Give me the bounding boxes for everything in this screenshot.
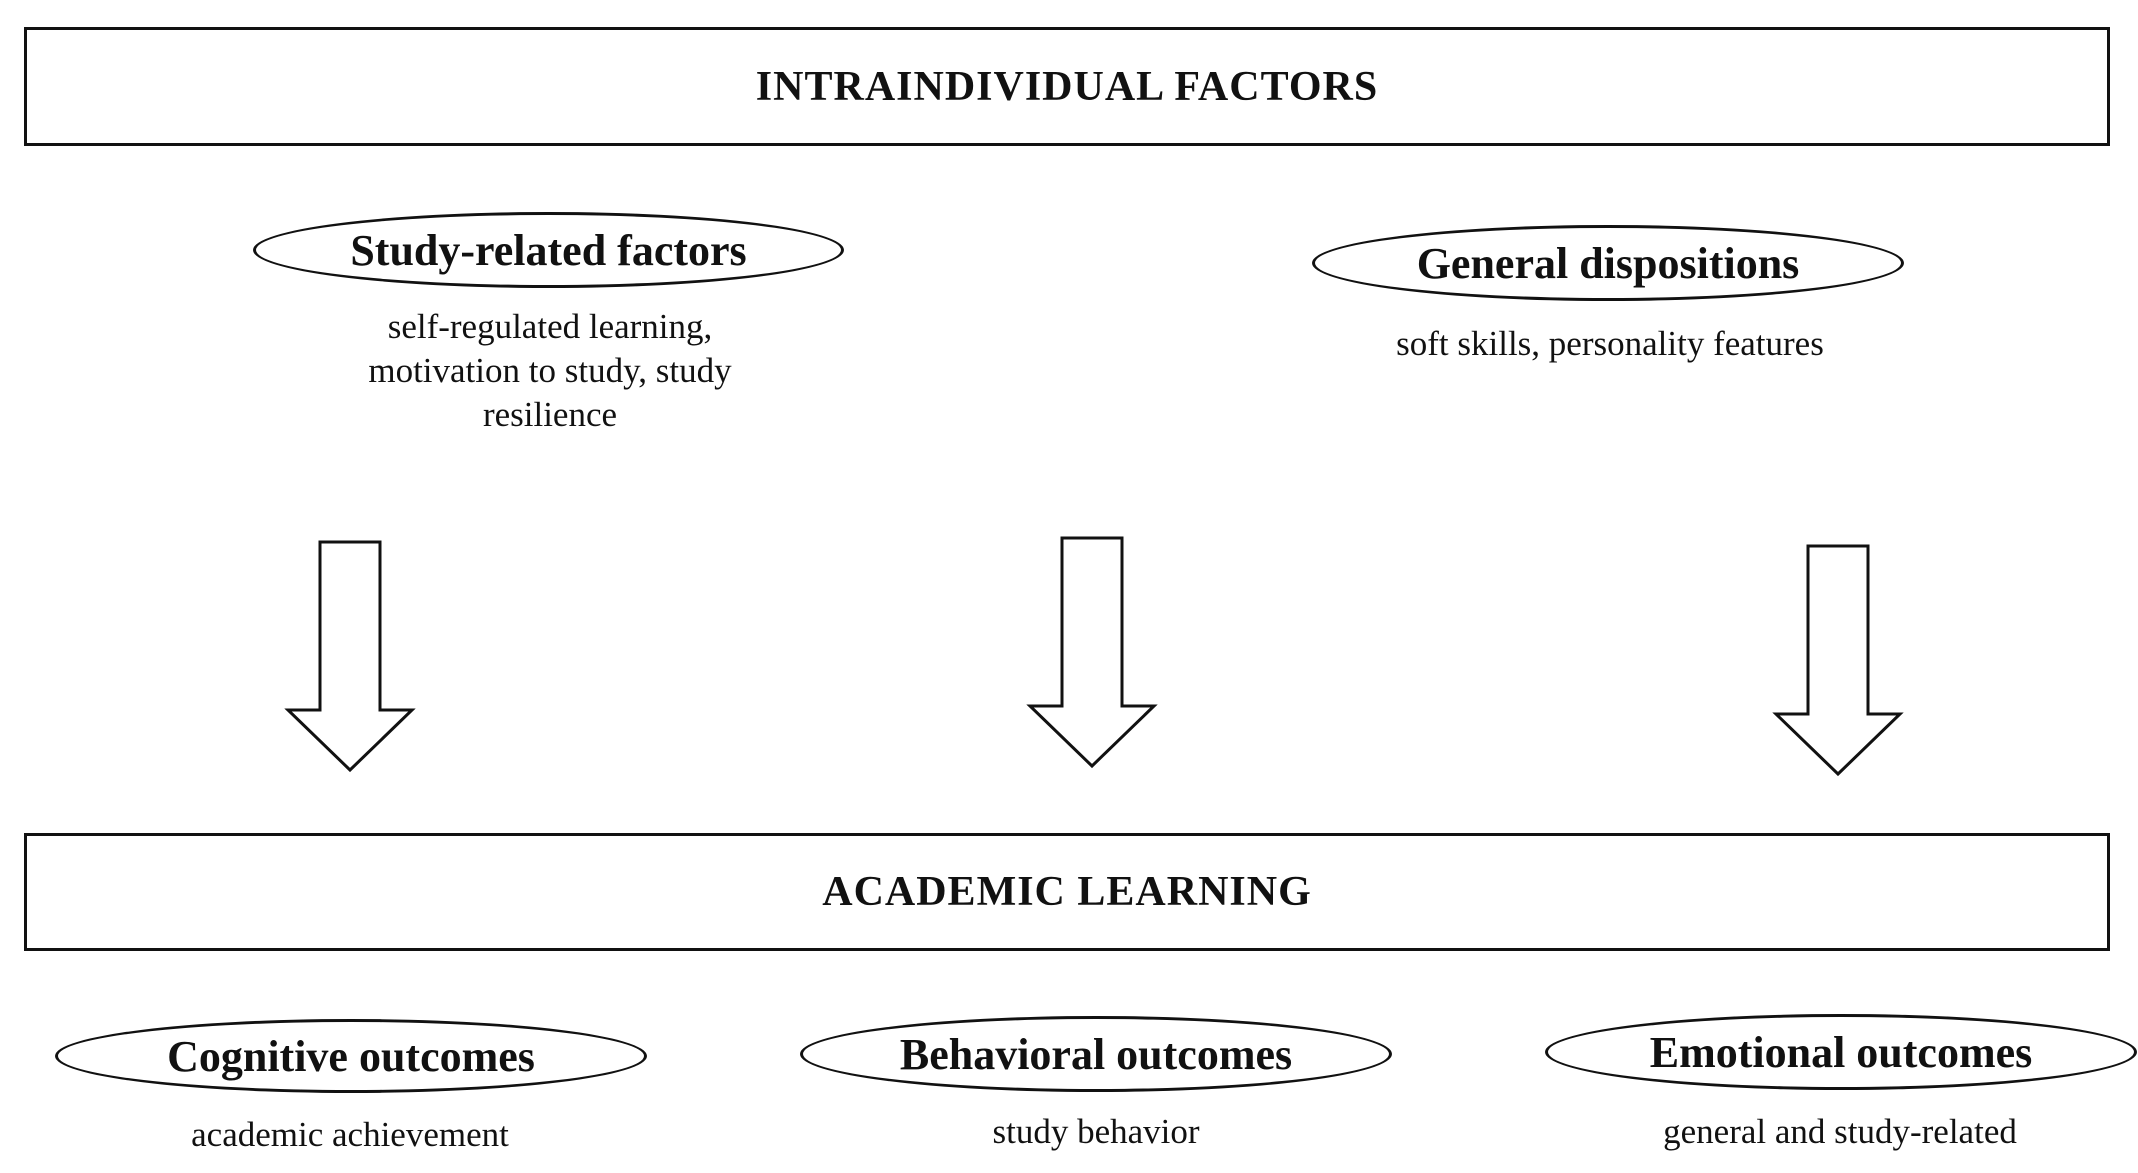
emotional-outcomes-label: Emotional outcomes bbox=[1649, 1027, 2033, 1077]
academic-learning-box: ACADEMIC LEARNING bbox=[24, 833, 2110, 951]
study-related-factors-label: Study-related factors bbox=[350, 225, 747, 275]
behavioral-outcomes-ellipse: Behavioral outcomes bbox=[800, 1016, 1392, 1092]
arrow-down-left bbox=[284, 540, 416, 773]
intraindividual-factors-box: INTRAINDIVIDUAL FACTORS bbox=[24, 27, 2110, 146]
emotional-outcomes-description: general and study-related bbox=[1663, 1112, 2017, 1151]
study-desc-line-2: motivation to study, study bbox=[368, 351, 732, 390]
behavioral-outcomes-description: study behavior bbox=[992, 1112, 1200, 1151]
arrow-down-center bbox=[1026, 536, 1158, 769]
cognitive-outcomes-ellipse: Cognitive outcomes bbox=[55, 1019, 647, 1093]
study-related-factors-ellipse: Study-related factors bbox=[253, 212, 844, 288]
study-desc-line-3: resilience bbox=[482, 395, 618, 434]
general-dispositions-label: General dispositions bbox=[1416, 238, 1800, 288]
general-desc-line-1: soft skills, personality features bbox=[1396, 324, 1824, 363]
arrow-down-right bbox=[1772, 544, 1904, 777]
study-desc-line-1: self-regulated learning, bbox=[387, 307, 713, 346]
general-dispositions-description: soft skills, personality features bbox=[1300, 322, 1920, 366]
cognitive-outcomes-description: academic achievement bbox=[191, 1115, 509, 1154]
cognitive-outcomes-label: Cognitive outcomes bbox=[167, 1031, 535, 1081]
general-dispositions-ellipse: General dispositions bbox=[1312, 225, 1904, 301]
behavioral-outcomes-label: Behavioral outcomes bbox=[899, 1029, 1293, 1079]
academic-learning-title: ACADEMIC LEARNING bbox=[822, 869, 1312, 915]
intraindividual-factors-title: INTRAINDIVIDUAL FACTORS bbox=[755, 63, 1379, 110]
emotional-outcomes-ellipse: Emotional outcomes bbox=[1545, 1014, 2137, 1090]
study-related-factors-description: self-regulated learning, motivation to s… bbox=[300, 305, 800, 437]
